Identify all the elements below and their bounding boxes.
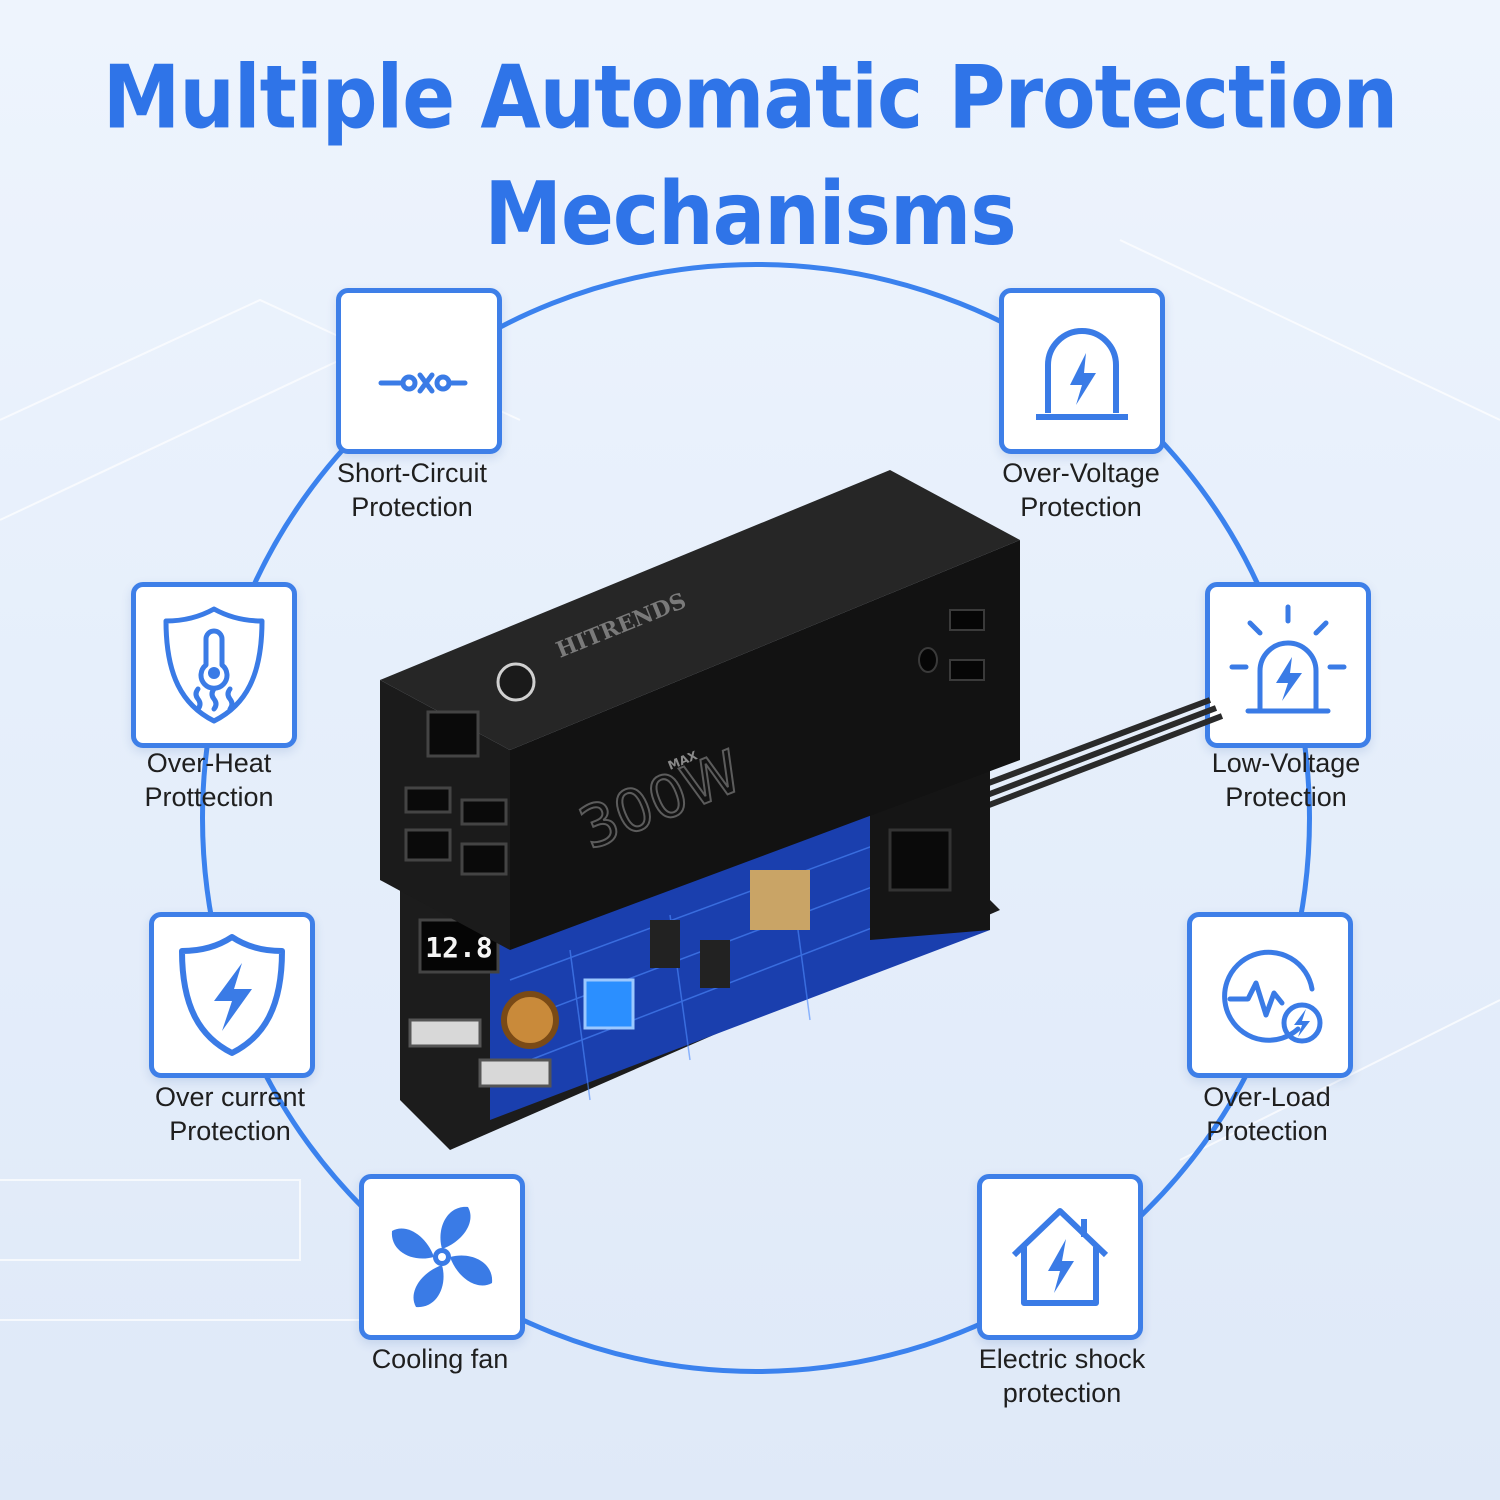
low-voltage-icon xyxy=(1229,604,1347,714)
over-voltage-label-line2: Protection xyxy=(1020,492,1142,522)
electric-shock-label: Electric shock protection xyxy=(932,1342,1192,1410)
cooling-fan-label-line1: Cooling fan xyxy=(371,1344,509,1374)
over-heat-label: Over-Heat Prottection xyxy=(79,746,339,814)
device-top xyxy=(380,470,1020,750)
cooling-fan-icon xyxy=(391,1206,493,1308)
cooling-fan-label: Cooling fan xyxy=(310,1342,570,1376)
title-line-1: Multiple Automatic Protection xyxy=(102,47,1398,149)
over-load-card xyxy=(1187,912,1353,1078)
circuit-board xyxy=(490,760,990,1120)
page-title: Multiple Automatic Protection Mechanisms xyxy=(0,40,1500,273)
over-current-icon xyxy=(179,934,285,1056)
over-heat-card xyxy=(131,582,297,748)
over-heat-label-line1: Over-Heat xyxy=(146,748,272,778)
short-circuit-label-line1: Short-Circuit xyxy=(336,458,488,488)
title-line-2: Mechanisms xyxy=(484,164,1016,266)
device-front xyxy=(510,540,1020,950)
over-voltage-card xyxy=(999,288,1165,454)
over-voltage-label: Over-Voltage Protection xyxy=(951,456,1211,524)
electric-shock-label-line1: Electric shock xyxy=(978,1344,1146,1374)
over-voltage-icon xyxy=(1036,328,1128,420)
power-button xyxy=(496,662,536,702)
short-circuit-label-line2: Protection xyxy=(351,492,473,522)
power-inverter-image: 12.8 HITRENDS 300W MAX xyxy=(380,470,1224,1150)
over-load-label-line1: Over-Load xyxy=(1203,1082,1331,1112)
over-current-label: Over current Protection xyxy=(100,1080,360,1148)
low-voltage-label-line2: Protection xyxy=(1225,782,1347,812)
short-circuit-card xyxy=(336,288,502,454)
over-current-card xyxy=(149,912,315,1078)
over-load-label-line2: Protection xyxy=(1206,1116,1328,1146)
over-heat-icon xyxy=(163,606,265,724)
feature-ring xyxy=(200,262,1312,1374)
over-load-icon xyxy=(1222,949,1323,1044)
low-voltage-label: Low-Voltage Protection xyxy=(1156,746,1416,814)
low-voltage-label-line1: Low-Voltage xyxy=(1211,748,1361,778)
over-current-label-line1: Over current xyxy=(154,1082,306,1112)
over-load-label: Over-Load Protection xyxy=(1137,1080,1397,1148)
over-voltage-label-line1: Over-Voltage xyxy=(1002,458,1160,488)
short-circuit-label: Short-Circuit Protection xyxy=(282,456,542,524)
electric-shock-label-line2: protection xyxy=(1002,1378,1122,1408)
electric-shock-card xyxy=(977,1174,1143,1340)
over-heat-label-line2: Prottection xyxy=(144,782,274,812)
electric-shock-icon xyxy=(1011,1208,1109,1306)
short-circuit-icon xyxy=(378,372,468,394)
low-voltage-card xyxy=(1205,582,1371,748)
cooling-fan-card xyxy=(359,1174,525,1340)
display-value: 12.8 xyxy=(425,931,492,964)
over-current-label-line2: Protection xyxy=(169,1116,291,1146)
